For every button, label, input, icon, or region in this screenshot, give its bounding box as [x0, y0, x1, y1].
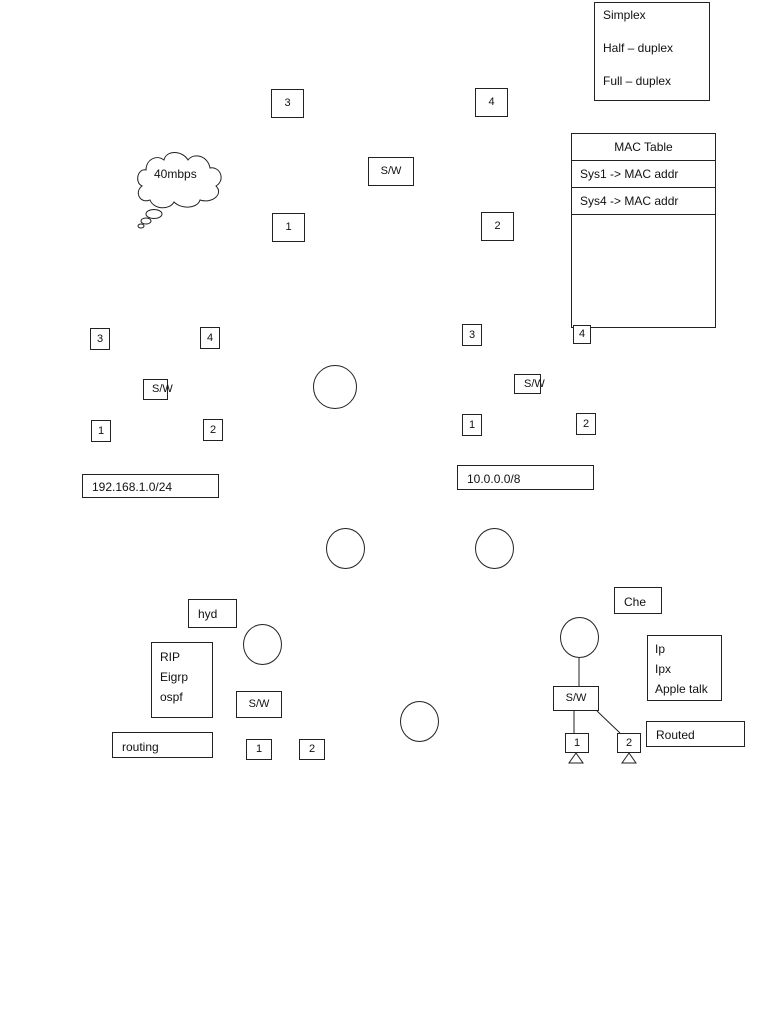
- che-label: Che: [614, 587, 662, 614]
- che-port-1: 1: [565, 733, 589, 753]
- hyd-switch-box: S/W: [236, 691, 282, 718]
- protocol-rip: RIP: [160, 650, 181, 664]
- hyd-port-2: 2: [299, 739, 325, 760]
- router-circle: [475, 528, 514, 569]
- port-1: 1: [272, 213, 305, 242]
- full-duplex-label: Full – duplex: [603, 74, 672, 88]
- protocol-eigrp: Eigrp: [160, 670, 189, 684]
- routing-protocols-box: RIP Eigrp ospf: [151, 642, 213, 718]
- hyd-label: hyd: [188, 599, 237, 628]
- switch-box: S/W: [368, 157, 414, 186]
- right-port-2: 2: [576, 413, 596, 435]
- duplex-modes-box: Simplex Half – duplex Full – duplex: [594, 2, 710, 101]
- router-circle: [400, 701, 439, 742]
- left-switch-box: S/W: [143, 379, 173, 400]
- hyd-port-1: 1: [246, 739, 272, 760]
- right-port-3: 3: [462, 324, 482, 346]
- left-network-address: 192.168.1.0/24: [82, 474, 219, 498]
- router-circle: [326, 528, 365, 569]
- router-circle: [243, 624, 282, 665]
- protocol-ip: Ip: [655, 642, 666, 656]
- routed-label: Routed: [646, 721, 745, 747]
- protocol-ipx: Ipx: [655, 662, 672, 676]
- che-port-2: 2: [617, 733, 641, 753]
- simplex-label: Simplex: [603, 8, 646, 22]
- left-port-1: 1: [91, 420, 111, 442]
- half-duplex-label: Half – duplex: [603, 41, 674, 55]
- port-4: 4: [475, 88, 508, 117]
- right-switch-box: S/W: [514, 374, 545, 394]
- right-network-address: 10.0.0.0/8: [457, 465, 594, 490]
- bandwidth-label: 40mbps: [154, 167, 197, 181]
- left-port-4: 4: [200, 327, 220, 349]
- router-circle: [560, 617, 599, 658]
- router-circle: [313, 365, 357, 409]
- left-port-3: 3: [90, 328, 110, 350]
- mac-table: MAC Table Sys1 -> MAC addr Sys4 -> MAC a…: [571, 133, 716, 328]
- protocol-ospf: ospf: [160, 690, 183, 704]
- mac-table-title: MAC Table: [572, 134, 715, 161]
- port-3: 3: [271, 89, 304, 118]
- mac-table-row-sys1: Sys1 -> MAC addr: [572, 161, 715, 188]
- port-2: 2: [481, 212, 514, 241]
- routing-label: routing: [112, 732, 213, 758]
- protocol-apple-talk: Apple talk: [655, 682, 708, 696]
- che-switch-box: S/W: [553, 686, 599, 711]
- routed-protocols-box: Ip Ipx Apple talk: [647, 635, 722, 701]
- right-port-4: 4: [573, 325, 591, 344]
- thought-cloud-shape: [137, 152, 222, 229]
- right-port-1: 1: [462, 414, 482, 436]
- mac-table-row-sys4: Sys4 -> MAC addr: [572, 188, 715, 215]
- left-port-2: 2: [203, 419, 223, 441]
